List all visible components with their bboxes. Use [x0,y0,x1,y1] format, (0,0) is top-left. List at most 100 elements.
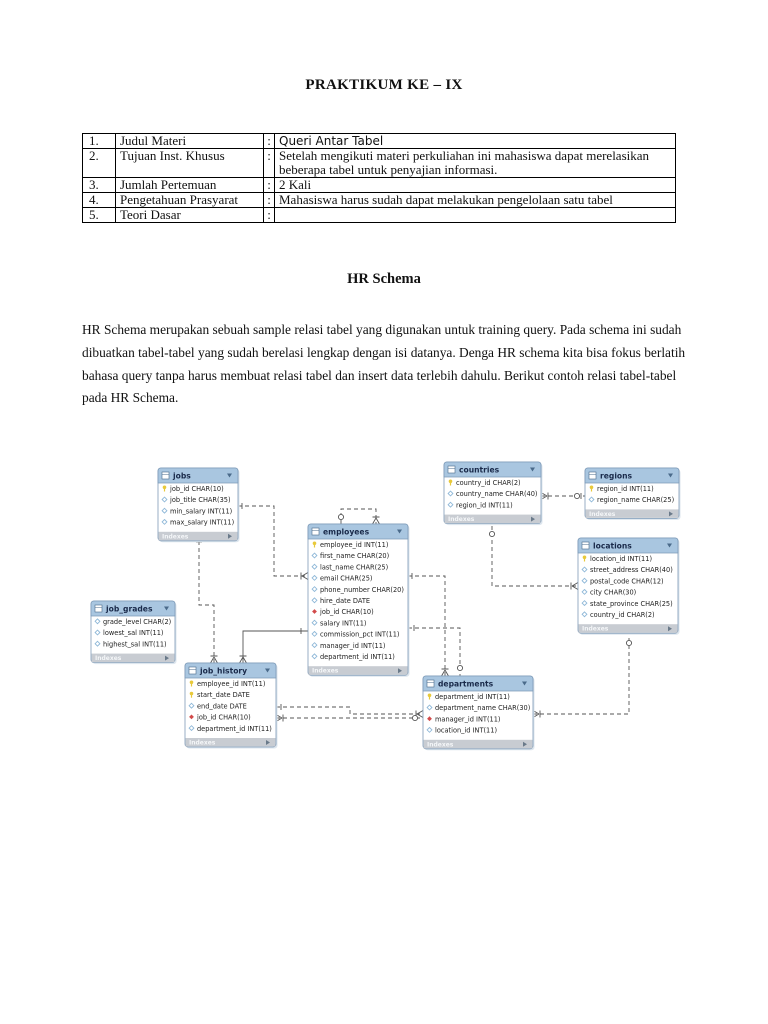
info-value: Mahasiswa harus sudah dapat melakukan pe… [274,192,676,208]
column-icon [311,586,318,593]
info-row: 5.Teori Dasar: [82,207,676,223]
table-name: departments [438,680,494,689]
column-label: manager_id INT(11) [435,715,501,723]
table-name: countries [459,466,500,475]
chevron-down-icon [164,606,169,611]
primary-key-icon [312,541,317,548]
column-label: street_address CHAR(40) [590,566,673,574]
table-header [577,537,679,554]
column-label: grade_level CHAR(2) [103,618,171,626]
column-label: job_id CHAR(10) [169,485,224,493]
column-label: first_name CHAR(20) [320,552,389,560]
column-label: location_id INT(11) [435,727,497,735]
table-footer [585,509,679,518]
info-colon: : [263,133,275,149]
column-icon [188,702,195,709]
relationship-lines [196,492,633,722]
primary-key-icon [589,485,594,492]
table-name: jobs [172,472,191,481]
table-header [422,675,534,692]
chevron-right-icon [398,668,402,674]
table-footer [444,514,541,524]
column-icon [311,619,318,626]
optional-marker [573,492,581,500]
table-icon [588,471,597,480]
column-label: department_id INT(11) [197,725,272,733]
column-icon [94,629,101,636]
column-label: postal_code CHAR(12) [590,577,664,585]
table-icon [426,679,435,688]
column-icon [311,552,318,559]
primary-key-icon [189,691,194,698]
chevron-down-icon [667,543,672,548]
chevron-right-icon [165,655,169,661]
column-icon [447,501,454,508]
chevron-right-icon [266,740,270,745]
relationship-line [340,508,377,524]
info-number: 4. [82,192,116,208]
crows-foot-marker [300,572,309,580]
table-footer [91,653,175,663]
chevron-down-icon [265,668,270,673]
table-footer [578,624,678,633]
optional-marker [411,714,419,722]
column-icon [94,640,101,647]
column-icon [426,726,433,733]
table-name: job_history [199,667,247,676]
info-row: 2.Tujuan Inst. Khusus:Setelah mengikuti … [82,148,676,178]
primary-key-icon [448,479,453,486]
table-footer [185,738,276,747]
optional-marker [456,664,464,672]
chevron-down-icon [227,473,232,478]
table-icon [161,471,170,480]
column-icon [311,642,318,649]
column-label: department_id INT(11) [435,693,510,701]
footer-label: Indexes [312,668,339,675]
table-name: job_grades [105,605,153,614]
info-number: 2. [82,148,116,178]
table-footer [423,739,533,749]
column-label: job_id CHAR(10) [319,608,374,616]
column-icon [161,507,168,514]
footer-label: Indexes [448,516,475,523]
column-label: state_province CHAR(25) [590,600,673,608]
column-icon [311,597,318,604]
column-label: min_salary INT(11) [170,507,232,515]
column-icon [588,496,595,503]
info-row: 3.Jumlah Pertemuan:2 Kali [82,177,676,193]
foreign-key-icon [427,716,432,722]
column-label: region_id INT(11) [597,485,654,493]
column-label: highest_sal INT(11) [103,640,167,648]
table-header [307,523,409,540]
column-icon [581,611,588,618]
column-icon [311,563,318,570]
primary-key-icon [162,485,167,492]
column-label: department_name CHAR(30) [435,704,530,712]
chevron-down-icon [397,529,402,534]
column-icon [94,618,101,625]
column-icon [581,566,588,573]
relationship-line [276,706,423,715]
column-label: manager_id INT(11) [320,642,386,650]
column-label: commission_pct INT(11) [320,631,399,639]
primary-key-icon [582,555,587,562]
column-icon [581,600,588,607]
crows-foot-marker [239,655,247,664]
info-label: Judul Materi [115,133,264,149]
primary-key-icon [189,680,194,687]
info-label: Teori Dasar [115,207,264,223]
footer-label: Indexes [427,741,454,748]
column-icon [311,630,318,637]
column-label: region_id INT(11) [456,501,513,509]
info-label: Pengetahuan Prasyarat [115,192,264,208]
crows-foot-marker [210,655,218,664]
relationship-line [238,505,308,577]
